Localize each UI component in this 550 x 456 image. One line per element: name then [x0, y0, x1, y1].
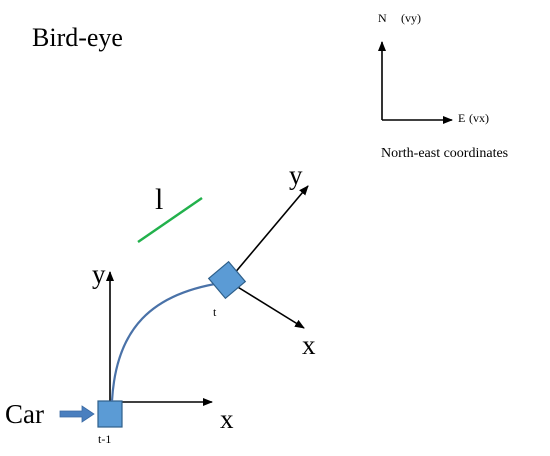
time-label-t: t	[213, 305, 217, 319]
y-label-t-minus-1: y	[92, 259, 106, 289]
length-line	[137, 196, 203, 244]
north-east-frame: N (vy) E (vx) North-east coordinates	[378, 11, 508, 161]
x-label-t: x	[302, 330, 316, 360]
length-label: l	[155, 183, 163, 216]
east-label: E	[458, 111, 465, 125]
vehicle-frame-t-minus-1: y x t-1	[92, 259, 234, 446]
time-label-t-minus-1: t-1	[98, 432, 111, 446]
north-label: N	[378, 11, 387, 25]
car-indicator: Car	[5, 399, 95, 429]
car-pointer-arrow	[59, 405, 95, 423]
length-segment: l	[137, 183, 203, 244]
car-box-t-minus-1	[97, 400, 123, 428]
x-label-t-minus-1: x	[220, 404, 234, 434]
x-axis-t	[227, 280, 305, 329]
car-label: Car	[5, 399, 44, 429]
trajectory-curve	[110, 279, 230, 402]
north-variable-label: (vy)	[401, 11, 421, 25]
y-label-t: y	[289, 160, 303, 190]
y-axis-t	[227, 185, 309, 282]
vehicle-frame-t: y x t	[207, 160, 316, 360]
east-variable-label: (vx)	[469, 111, 489, 125]
diagram-title: Bird-eye	[32, 23, 123, 52]
north-east-caption: North-east coordinates	[381, 146, 508, 161]
car-box-t	[207, 260, 247, 300]
